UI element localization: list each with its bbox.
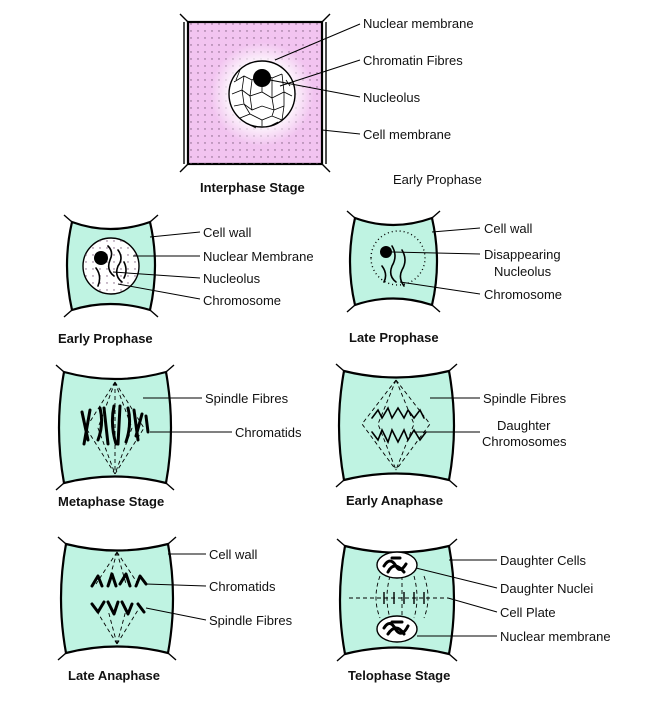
label-chromatids-2: Chromatids [209, 579, 276, 594]
nucleolus [253, 69, 271, 87]
label-chromosomes: Chromosomes [482, 434, 567, 449]
label-chromosome-2: Chromosome [484, 287, 562, 302]
label-cell-plate: Cell Plate [500, 605, 556, 620]
early-prophase-panel: Cell wall Nuclear Membrane Nucleolus Chr… [58, 214, 314, 346]
late-anaphase-spindle [95, 551, 139, 645]
early-prophase-nucleolus [94, 251, 108, 265]
metaphase-panel: Spindle Fibres Chromatids Metaphase Stag… [55, 364, 302, 509]
label-chromatin-fibres: Chromatin Fibres [363, 53, 463, 68]
early-prophase-title: Early Prophase [58, 331, 153, 346]
label-cell-membrane: Cell membrane [363, 127, 451, 142]
telophase-panel: Daughter Cells Daughter Nuclei Cell Plat… [336, 538, 611, 683]
metaphase-chromatids [80, 404, 150, 446]
label-cell-wall-3: Cell wall [209, 547, 258, 562]
label-nuclear-membrane-3: Nuclear membrane [500, 629, 611, 644]
label-cell-wall: Cell wall [203, 225, 252, 240]
interphase-title: Interphase Stage [200, 180, 305, 195]
label-nucleolus-3: Nucleolus [494, 264, 552, 279]
label-daughter-cells: Daughter Cells [500, 553, 586, 568]
late-prophase-nucleolus [380, 246, 392, 258]
late-anaphase-panel: Cell wall Chromatids Spindle Fibres Late… [57, 536, 293, 683]
label-disappearing: Disappearing [484, 247, 561, 262]
telophase-plate-marks [383, 592, 425, 604]
label-spindle-fibres: Spindle Fibres [205, 391, 289, 406]
interphase-corners [179, 13, 331, 173]
telophase-title: Telophase Stage [348, 668, 450, 683]
label-nuclear-membrane: Nuclear membrane [363, 16, 474, 31]
early-anaphase-title: Early Anaphase [346, 493, 443, 508]
metaphase-title: Metaphase Stage [58, 494, 164, 509]
late-prophase-panel: Cell wall Disappearing Nucleolus Chromos… [346, 210, 562, 345]
early-prophase-chromosome [95, 245, 127, 287]
late-anaphase-cell [59, 542, 175, 655]
interphase-nucleus [228, 60, 296, 128]
late-prophase-nuclear-dots [370, 230, 426, 286]
label-nucleolus: Nucleolus [363, 90, 421, 105]
label-nuclear-membrane-2: Nuclear Membrane [203, 249, 314, 264]
label-spindle-fibres-2: Spindle Fibres [483, 391, 567, 406]
label-cell-wall-2: Cell wall [484, 221, 533, 236]
label-chromosome: Chromosome [203, 293, 281, 308]
early-anaphase-cell [337, 369, 456, 482]
label-spindle-fibres-3: Spindle Fibres [209, 613, 293, 628]
late-prophase-title: Late Prophase [349, 330, 439, 345]
interphase-panel: Nuclear membrane Chromatin Fibres Nucleo… [179, 13, 474, 195]
early-anaphase-chromosomes [371, 406, 427, 445]
telophase-spindle [375, 575, 429, 619]
label-nucleolus-2: Nucleolus [203, 271, 261, 286]
late-anaphase-chromatids [90, 572, 148, 616]
label-daughter: Daughter [497, 418, 551, 433]
early-anaphase-panel: Spindle Fibres Daughter Chromosomes Earl… [335, 363, 567, 508]
late-anaphase-title: Late Anaphase [68, 668, 160, 683]
label-chromatids: Chromatids [235, 425, 302, 440]
label-daughter-nuclei: Daughter Nuclei [500, 581, 593, 596]
floating-caption: Early Prophase [393, 172, 482, 187]
metaphase-spindle [85, 381, 145, 475]
